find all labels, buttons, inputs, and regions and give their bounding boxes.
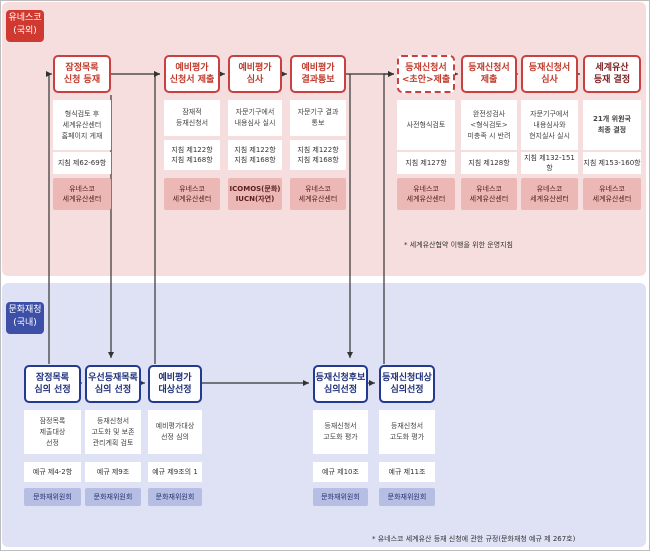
- step-description: 예비평가대상 선정 심의: [148, 410, 202, 454]
- arrow-c1-u1: [46, 71, 52, 364]
- step-organization: 문화재위원회: [148, 488, 202, 506]
- step-organization: ICOMOS(문화) IUCN(자연): [228, 178, 282, 210]
- step-reference: 예규 제9조: [85, 462, 141, 482]
- step-reference: 지침 제122항 지침 제168항: [164, 140, 220, 170]
- step-priority-list-selection: 우선등재목록 심의 선정: [85, 365, 141, 403]
- step-description: 자문기구에서 내용심사 실시: [228, 100, 282, 136]
- step-reference: 지침 제122항 지침 제168항: [290, 140, 346, 170]
- step-nomination-submission: 등재신청서 제출: [461, 55, 517, 93]
- step-tentative-list-submission: 잠정목록 신청 등재: [53, 55, 111, 93]
- step-description: 자문기구 결과 통보: [290, 100, 346, 136]
- step-reference: 예규 제11조: [379, 462, 435, 482]
- step-nomination-candidate-selection: 등재신청후보 심의선정: [313, 365, 368, 403]
- step-organization: 유네스코 세계유산센터: [583, 178, 641, 210]
- step-preliminary-assessment-request: 예비평가 신청서 제출: [164, 55, 220, 93]
- arrow-c3-u2: [154, 71, 160, 364]
- arrow-c5-u5: [383, 71, 394, 364]
- step-reference: 지침 제128항: [461, 152, 517, 174]
- step-nomination-draft-submission: 등재신청서 <초안>제출: [397, 55, 455, 93]
- operational-guidelines-note: * 세계유산협약 이행을 위한 운영지침: [404, 241, 513, 249]
- step-organization: 유네스코 세계유산센터: [290, 178, 346, 210]
- step-organization: 유네스코 세계유산센터: [461, 178, 517, 210]
- step-reference: 예규 제10조: [313, 462, 368, 482]
- step-tentative-list-selection: 잠정목록 심의 선정: [24, 365, 81, 403]
- step-description: 완전성검사 <형식검토> 미충족 시 반려: [461, 100, 517, 150]
- step-organization: 문화재위원회: [313, 488, 368, 506]
- step-description: 자문기구에서 내용심사와 현지실사 실시: [521, 100, 578, 150]
- step-description: 사전형식검토: [397, 100, 455, 150]
- step-organization: 유네스코 세계유산센터: [164, 178, 220, 210]
- step-reference: 예규 제4-2항: [24, 462, 81, 482]
- step-organization: 문화재위원회: [379, 488, 435, 506]
- step-description: 등재신청서 고도화 평가: [313, 410, 368, 454]
- step-inscription-decision: 세계유산 등재 결정: [583, 55, 641, 93]
- unesco-label: 유네스코 (국외): [6, 10, 44, 42]
- step-nomination-target-selection: 등재신청대상 심의선정: [379, 365, 435, 403]
- step-description: 잠재적 등재신청서: [164, 100, 220, 136]
- step-description: 등재신청서 고도화 평가: [379, 410, 435, 454]
- step-reference: 지침 제62-69항: [53, 152, 111, 174]
- step-preliminary-assessment-result: 예비평가 결과통보: [290, 55, 346, 93]
- step-preliminary-assessment-selection: 예비평가 대상선정: [148, 365, 202, 403]
- step-description: 21개 위원국 최종 결정: [583, 100, 641, 150]
- step-organization: 유네스코 세계유산센터: [53, 178, 111, 210]
- step-reference: 지침 제122항 지침 제168항: [228, 140, 282, 170]
- step-organization: 유네스코 세계유산센터: [397, 178, 455, 210]
- step-reference: 지침 제153-160항: [583, 152, 641, 174]
- step-organization: 문화재위원회: [24, 488, 81, 506]
- step-reference: 지침 제127항: [397, 152, 455, 174]
- step-reference: 지침 제132-151항: [521, 152, 578, 174]
- step-reference: 예규 제9조의 1: [148, 462, 202, 482]
- step-organization: 문화재위원회: [85, 488, 141, 506]
- step-preliminary-assessment-review: 예비평가 심사: [228, 55, 282, 93]
- step-nomination-review: 등재신청서 심사: [521, 55, 578, 93]
- cha-label: 문화재청 (국내): [6, 302, 44, 334]
- regulation-note: * 유네스코 세계유산 등재 신청에 관한 규정(문화재청 예규 제 267호): [372, 535, 576, 543]
- step-organization: 유네스코 세계유산센터: [521, 178, 578, 210]
- step-description: 등재신청서 고도화 및 보존 관리계획 검토: [85, 410, 141, 454]
- step-description: 형식검토 후 세계유산센터 홈페이지 게재: [53, 100, 111, 150]
- step-description: 잠정목록 제출대상 선정: [24, 410, 81, 454]
